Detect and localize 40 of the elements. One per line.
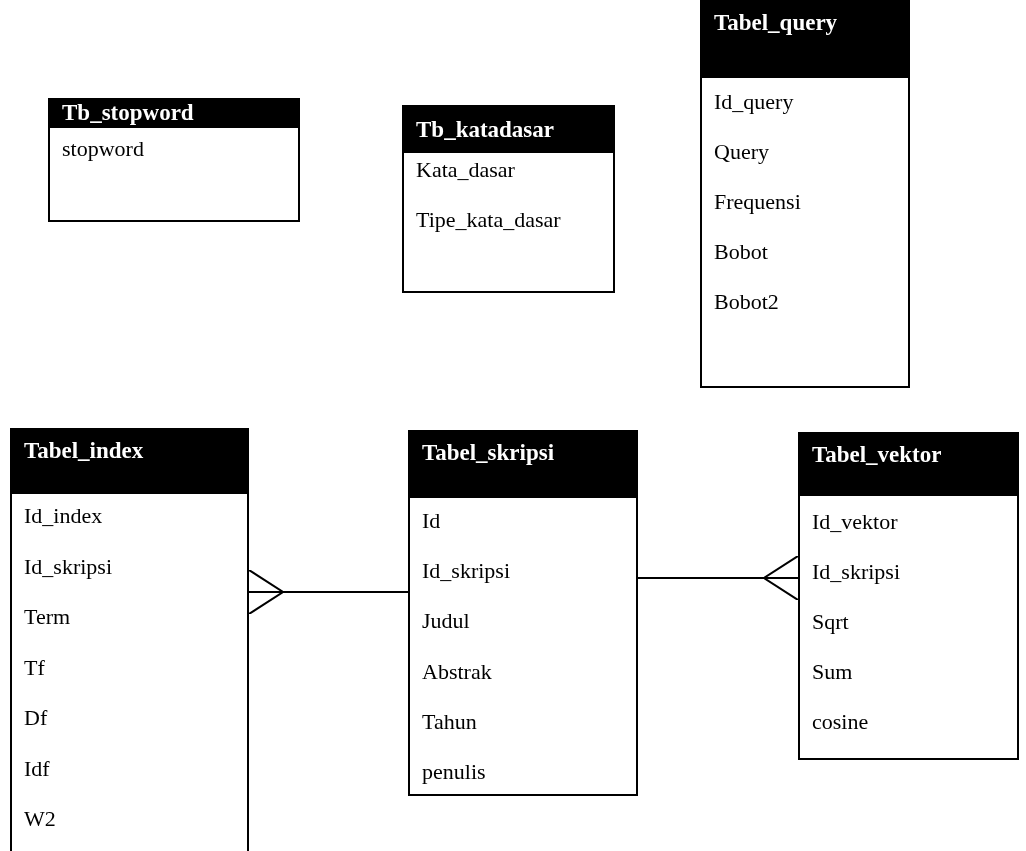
table-name: Tabel_query	[714, 10, 838, 36]
field-name: Idf	[24, 755, 50, 782]
field-name: Query	[714, 139, 769, 165]
field-name: Abstrak	[422, 658, 492, 685]
field-name: Frequensi	[714, 189, 801, 215]
field-name: Id	[422, 508, 441, 534]
field-name: Kata_dasar	[416, 157, 515, 183]
field-name: penulis	[422, 759, 486, 785]
entity-table	[408, 430, 638, 796]
field-name: Tipe_kata_dasar	[416, 207, 561, 233]
relationship-line	[248, 569, 409, 615]
field-name: Term	[24, 604, 71, 630]
field-name: Tahun	[422, 708, 477, 735]
entity-table	[10, 428, 249, 851]
field-name: cosine	[812, 709, 869, 735]
table-name: Tb_katadasar	[416, 117, 555, 143]
entity-table	[700, 0, 910, 388]
entity-table	[798, 432, 1019, 760]
field-name: Id_query	[714, 89, 794, 115]
field-name: Bobot	[714, 239, 768, 265]
table-name: Tabel_vektor	[812, 442, 942, 468]
field-name: Judul	[422, 608, 470, 635]
field-name: Sum	[812, 659, 853, 685]
field-name: Bobot2	[714, 289, 779, 315]
field-name: Sqrt	[812, 609, 849, 635]
entity-table	[402, 105, 615, 293]
entity-table	[48, 98, 300, 222]
field-name: Tf	[24, 654, 45, 681]
field-name: W2	[24, 806, 56, 832]
field-name: Id_skripsi	[24, 553, 112, 580]
relationship-line	[637, 555, 799, 601]
field-name: Id_vektor	[812, 509, 898, 535]
field-name: Id_index	[24, 503, 103, 529]
table-name: Tabel_index	[24, 438, 144, 464]
table-name: Tb_stopword	[62, 100, 194, 126]
field-name: Id_skripsi	[422, 558, 510, 585]
field-name: Id_skripsi	[812, 559, 900, 585]
field-name: stopword	[62, 136, 144, 162]
field-name: Df	[24, 705, 48, 731]
table-name: Tabel_skripsi	[422, 440, 555, 466]
